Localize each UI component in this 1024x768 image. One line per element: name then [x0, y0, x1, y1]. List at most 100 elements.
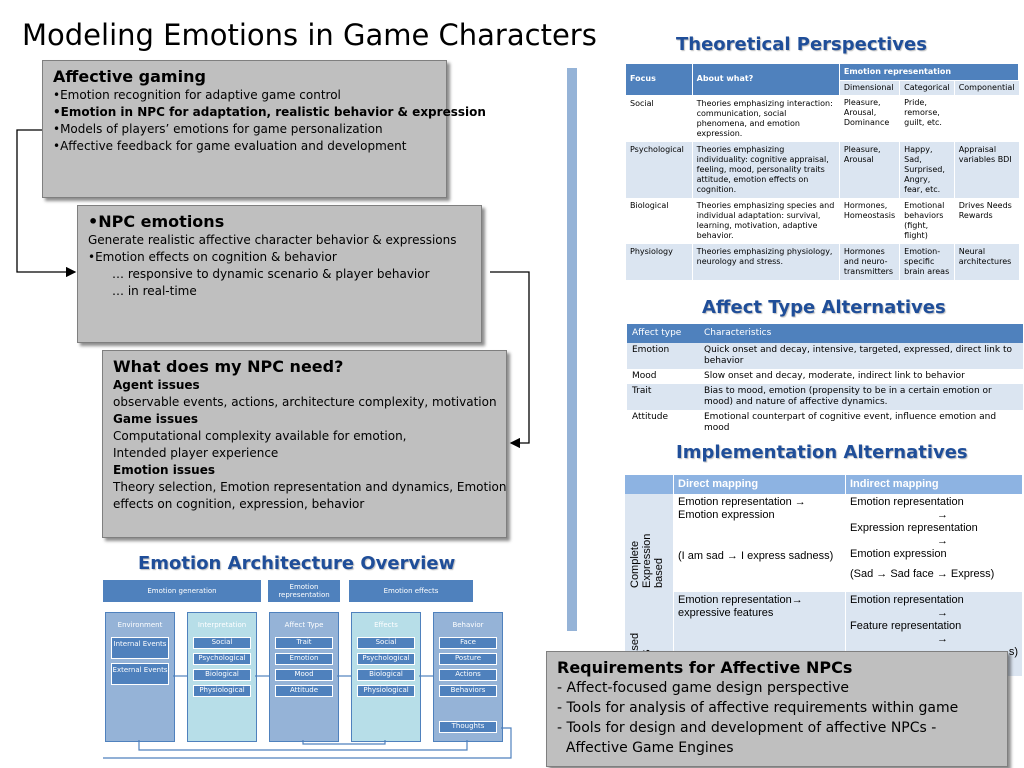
- table-row: Attitude Emotional counterpart of cognit…: [627, 410, 1023, 436]
- environment-label: Environment: [117, 621, 163, 629]
- affect-type-header: Affect type: [627, 324, 699, 343]
- table-cell: Pleasure, Arousal, Dominance: [838, 95, 900, 142]
- table-row: Emotion Quick onset and decay, intensive…: [627, 343, 1023, 369]
- requirements-item: - Tools for design and development of af…: [557, 720, 937, 736]
- indirect-arrow: →: [937, 633, 948, 645]
- theoretical-header: Emotion representation: [838, 63, 1020, 81]
- arch-arrows: [103, 675, 512, 759]
- slide-title: Modeling Emotions in Game Characters: [22, 18, 597, 52]
- implementation-header: Indirect mapping: [845, 475, 1022, 494]
- table-cell: Appraisal variables BDI: [953, 141, 1019, 198]
- arch-header-effects: Emotion effects: [349, 580, 473, 602]
- affect-type-label: Affect Type: [284, 621, 324, 629]
- effect-psychological-node: Psychological: [357, 653, 415, 665]
- theoretical-title: Theoretical Perspectives: [676, 34, 927, 55]
- row-label-cell: Complete Expression based: [624, 494, 674, 592]
- behavior-thoughts-node: Thoughts: [439, 721, 497, 733]
- table-cell: Theories emphasizing species and individ…: [691, 197, 840, 244]
- internal-events-node: Internal Events: [111, 637, 169, 659]
- table-cell: Emotional behaviors (fight, flight): [899, 197, 955, 244]
- emotion-issues-text: effects on cognition, expression, behavi…: [113, 497, 365, 511]
- behavior-column: Behavior Face Posture Actions Behaviors …: [433, 612, 503, 742]
- affect-emotion-node: Emotion: [275, 653, 333, 665]
- emotion-architecture-diagram: Emotion generation Emotion representatio…: [103, 578, 517, 760]
- arch-header-representation: Emotion representation: [268, 580, 340, 602]
- requirements-heading: Requirements for Affective NPCs: [557, 658, 853, 677]
- npc-emotions-box: •NPC emotions Generate realistic affecti…: [77, 205, 482, 343]
- affect-type-column: Affect Type Trait Emotion Mood Attitude: [269, 612, 339, 742]
- table-row: Psychological Theories emphasizing indiv…: [625, 141, 1019, 198]
- behavior-behaviors-node: Behaviors: [439, 685, 497, 697]
- affective-gaming-item: •Emotion in NPC for adaptation, realisti…: [53, 105, 486, 119]
- affect-attitude-node: Attitude: [275, 685, 333, 697]
- npc-need-heading: What does my NPC need?: [113, 357, 344, 376]
- agent-issues-text: observable events, actions, architecture…: [113, 395, 497, 409]
- implementation-header: Direct mapping: [673, 475, 846, 494]
- table-cell: Biological: [625, 197, 693, 244]
- table-cell: Hormones, Homeostasis: [838, 197, 900, 244]
- row-label: Complete Expression based: [629, 533, 665, 588]
- npc-emotions-heading: •NPC emotions: [88, 212, 225, 231]
- behavior-posture-node: Posture: [439, 653, 497, 665]
- indirect-text: Emotion representation: [850, 496, 964, 508]
- theoretical-subheader: Categorical: [899, 80, 955, 95]
- effect-social-node: Social: [357, 637, 415, 649]
- theoretical-table: Focus About what? Emotion representation…: [625, 63, 1020, 280]
- npc-need-box: What does my NPC need? Agent issues obse…: [102, 350, 507, 538]
- divider-bar: [567, 68, 577, 631]
- table-cell: Emotion: [627, 343, 699, 369]
- table-row: Mood Slow onset and decay, moderate, ind…: [627, 369, 1023, 384]
- indirect-arrow: →: [937, 535, 948, 547]
- table-cell: Emotional counterpart of cognitive event…: [699, 410, 1023, 436]
- affective-gaming-item: •Emotion recognition for adaptive game c…: [53, 88, 341, 102]
- arch-title: Emotion Architecture Overview: [138, 553, 456, 574]
- interp-physiological-node: Physiological: [193, 685, 251, 697]
- interp-biological-node: Biological: [193, 669, 251, 681]
- indirect-text: Emotion representation: [850, 594, 964, 606]
- requirements-item: - Affect-focused game design perspective: [557, 680, 849, 696]
- table-cell: Slow onset and decay, moderate, indirect…: [699, 369, 1023, 384]
- theoretical-subheader: Dimensional: [838, 80, 900, 95]
- environment-column: Environment Internal Events External Eve…: [105, 612, 175, 742]
- emotion-issues-label: Emotion issues: [113, 463, 215, 477]
- game-issues-text: Intended player experience: [113, 446, 279, 460]
- direct-text: Emotion representation→ expressive featu…: [678, 594, 803, 619]
- affective-gaming-heading: Affective gaming: [53, 67, 206, 86]
- indirect-text: Emotion expression: [850, 548, 947, 560]
- game-issues-text: Computational complexity available for e…: [113, 429, 407, 443]
- npc-emotions-line: Generate realistic affective character b…: [88, 233, 457, 247]
- theoretical-subheader: Componential: [953, 80, 1019, 95]
- implementation-header: [624, 475, 674, 494]
- table-cell: Theories emphasizing physiology, neurolo…: [691, 243, 840, 280]
- table-cell: Emotion-specific brain areas: [899, 243, 955, 280]
- flow-connectors: [16, 129, 530, 449]
- behavior-label: Behavior: [452, 621, 484, 629]
- indirect-arrow: →: [937, 607, 948, 619]
- table-cell: Neural architectures: [953, 243, 1019, 280]
- table-cell: Physiology: [625, 243, 693, 280]
- table-cell: Drives Needs Rewards: [953, 197, 1019, 244]
- theoretical-header: Focus: [625, 63, 693, 96]
- emotion-issues-text: Theory selection, Emotion representation…: [113, 480, 507, 494]
- table-cell: Pleasure, Arousal: [838, 141, 900, 198]
- table-row: Physiology Theories emphasizing physiolo…: [625, 243, 1019, 280]
- interp-psychological-node: Psychological: [193, 653, 251, 665]
- game-issues-label: Game issues: [113, 412, 198, 426]
- theoretical-header: About what?: [691, 63, 840, 96]
- indirect-text: Feature representation: [850, 620, 962, 632]
- table-cell: Quick onset and decay, intensive, target…: [699, 343, 1023, 369]
- npc-emotions-line: •Emotion effects on cognition & behavior: [88, 250, 337, 264]
- table-cell: Social: [625, 95, 693, 142]
- effects-label: Effects: [374, 621, 398, 629]
- table-row: Biological Theories emphasizing species …: [625, 197, 1019, 244]
- indirect-text: (Sad → Sad face → Express): [850, 568, 995, 580]
- affective-gaming-item: •Affective feedback for game evaluation …: [53, 139, 407, 153]
- table-cell: Happy, Sad, Surprised, Angry, fear, etc.: [899, 141, 955, 198]
- table-cell: Theories emphasizing interaction: commun…: [691, 95, 840, 142]
- behavior-face-node: Face: [439, 637, 497, 649]
- table-cell: Emotion representation → Expression repr…: [845, 494, 1022, 592]
- table-cell: Attitude: [627, 410, 699, 436]
- table-row: Social Theories emphasizing interaction:…: [625, 95, 1019, 142]
- implementation-title: Implementation Alternatives: [676, 442, 968, 463]
- npc-emotions-line: … responsive to dynamic scenario & playe…: [112, 267, 430, 281]
